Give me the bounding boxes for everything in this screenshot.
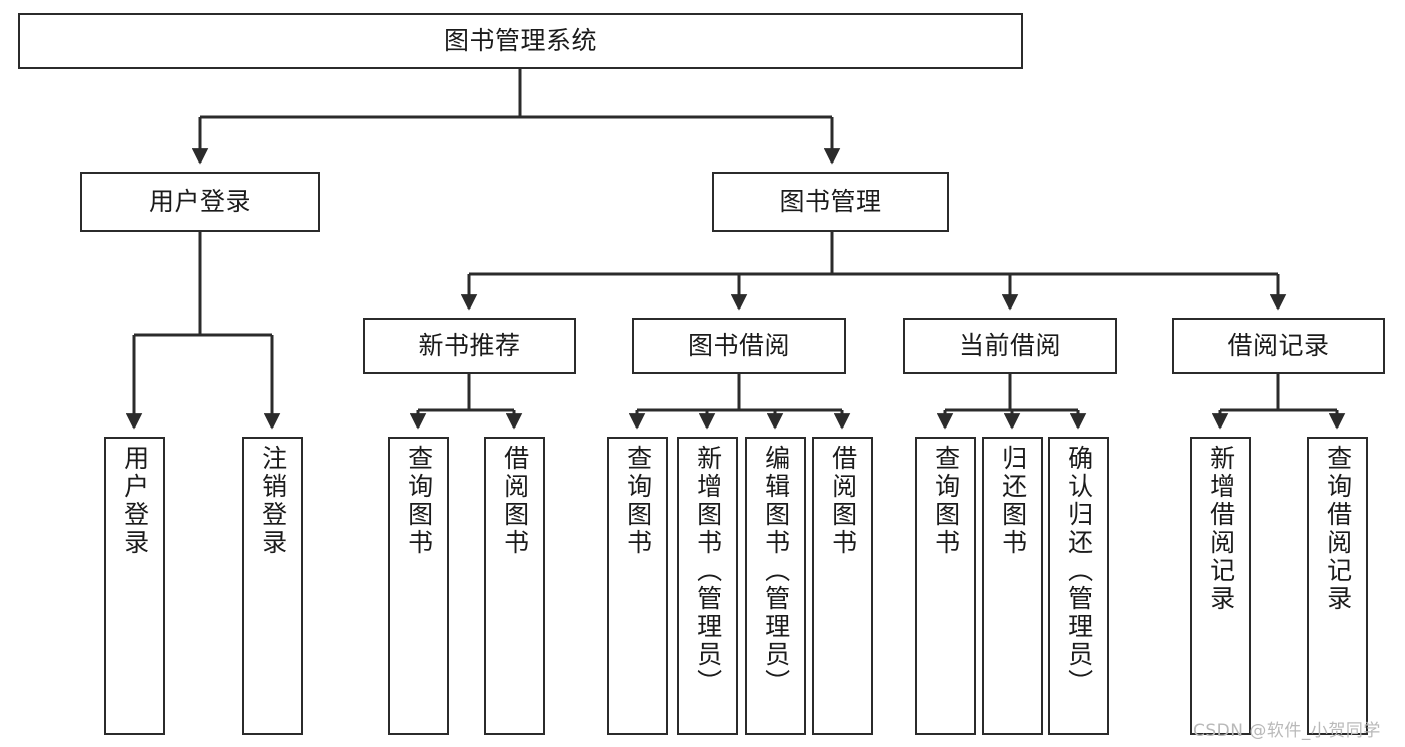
node-leaf-borrow-book-1-label: 借阅图书 xyxy=(500,445,530,557)
node-root[interactable]: 图书管理系统 xyxy=(18,13,1023,69)
node-leaf-query-book-1[interactable]: 查询图书 xyxy=(388,437,449,735)
node-user-login[interactable]: 用户登录 xyxy=(80,172,320,232)
node-leaf-user-login[interactable]: 用户登录 xyxy=(104,437,165,735)
node-leaf-query-book-3[interactable]: 查询图书 xyxy=(915,437,976,735)
node-leaf-borrow-book-1[interactable]: 借阅图书 xyxy=(484,437,545,735)
node-current-borrow-label: 当前借阅 xyxy=(958,331,1061,361)
node-leaf-logout-login-label: 注销登录 xyxy=(258,445,288,557)
node-leaf-add-book-label: 新增图书（管理员） xyxy=(693,445,723,697)
node-leaf-borrow-book-2-label: 借阅图书 xyxy=(828,445,858,557)
node-leaf-edit-book-label: 编辑图书（管理员） xyxy=(761,445,791,697)
node-leaf-borrow-book-2[interactable]: 借阅图书 xyxy=(812,437,873,735)
node-leaf-confirm-return[interactable]: 确认归还（管理员） xyxy=(1048,437,1109,735)
node-leaf-query-book-3-label: 查询图书 xyxy=(931,445,961,557)
node-new-book-recommend-label: 新书推荐 xyxy=(418,331,521,361)
watermark-text: CSDN @软件_小贺同学 xyxy=(1193,721,1381,741)
node-leaf-confirm-return-label: 确认归还（管理员） xyxy=(1064,445,1094,697)
node-book-manage-label: 图书管理 xyxy=(779,187,882,217)
node-leaf-query-book-1-label: 查询图书 xyxy=(404,445,434,557)
node-leaf-logout-login[interactable]: 注销登录 xyxy=(242,437,303,735)
node-book-borrow-label: 图书借阅 xyxy=(687,331,790,361)
node-book-manage[interactable]: 图书管理 xyxy=(712,172,949,232)
node-leaf-query-borrow-record[interactable]: 查询借阅记录 xyxy=(1307,437,1368,735)
node-leaf-query-book-2[interactable]: 查询图书 xyxy=(607,437,668,735)
node-new-book-recommend[interactable]: 新书推荐 xyxy=(363,318,576,374)
node-book-borrow[interactable]: 图书借阅 xyxy=(632,318,846,374)
node-leaf-return-book[interactable]: 归还图书 xyxy=(982,437,1043,735)
node-leaf-query-borrow-record-label: 查询借阅记录 xyxy=(1323,445,1353,613)
node-borrow-record-label: 借阅记录 xyxy=(1227,331,1330,361)
node-user-login-label: 用户登录 xyxy=(148,187,251,217)
node-leaf-add-borrow-record-label: 新增借阅记录 xyxy=(1206,445,1236,613)
node-leaf-user-login-label: 用户登录 xyxy=(120,445,150,557)
node-leaf-add-borrow-record[interactable]: 新增借阅记录 xyxy=(1190,437,1251,735)
node-borrow-record[interactable]: 借阅记录 xyxy=(1172,318,1385,374)
node-root-label: 图书管理系统 xyxy=(443,26,597,56)
node-current-borrow[interactable]: 当前借阅 xyxy=(903,318,1117,374)
node-leaf-edit-book[interactable]: 编辑图书（管理员） xyxy=(745,437,806,735)
node-leaf-query-book-2-label: 查询图书 xyxy=(623,445,653,557)
node-leaf-return-book-label: 归还图书 xyxy=(998,445,1028,557)
node-leaf-add-book[interactable]: 新增图书（管理员） xyxy=(677,437,738,735)
